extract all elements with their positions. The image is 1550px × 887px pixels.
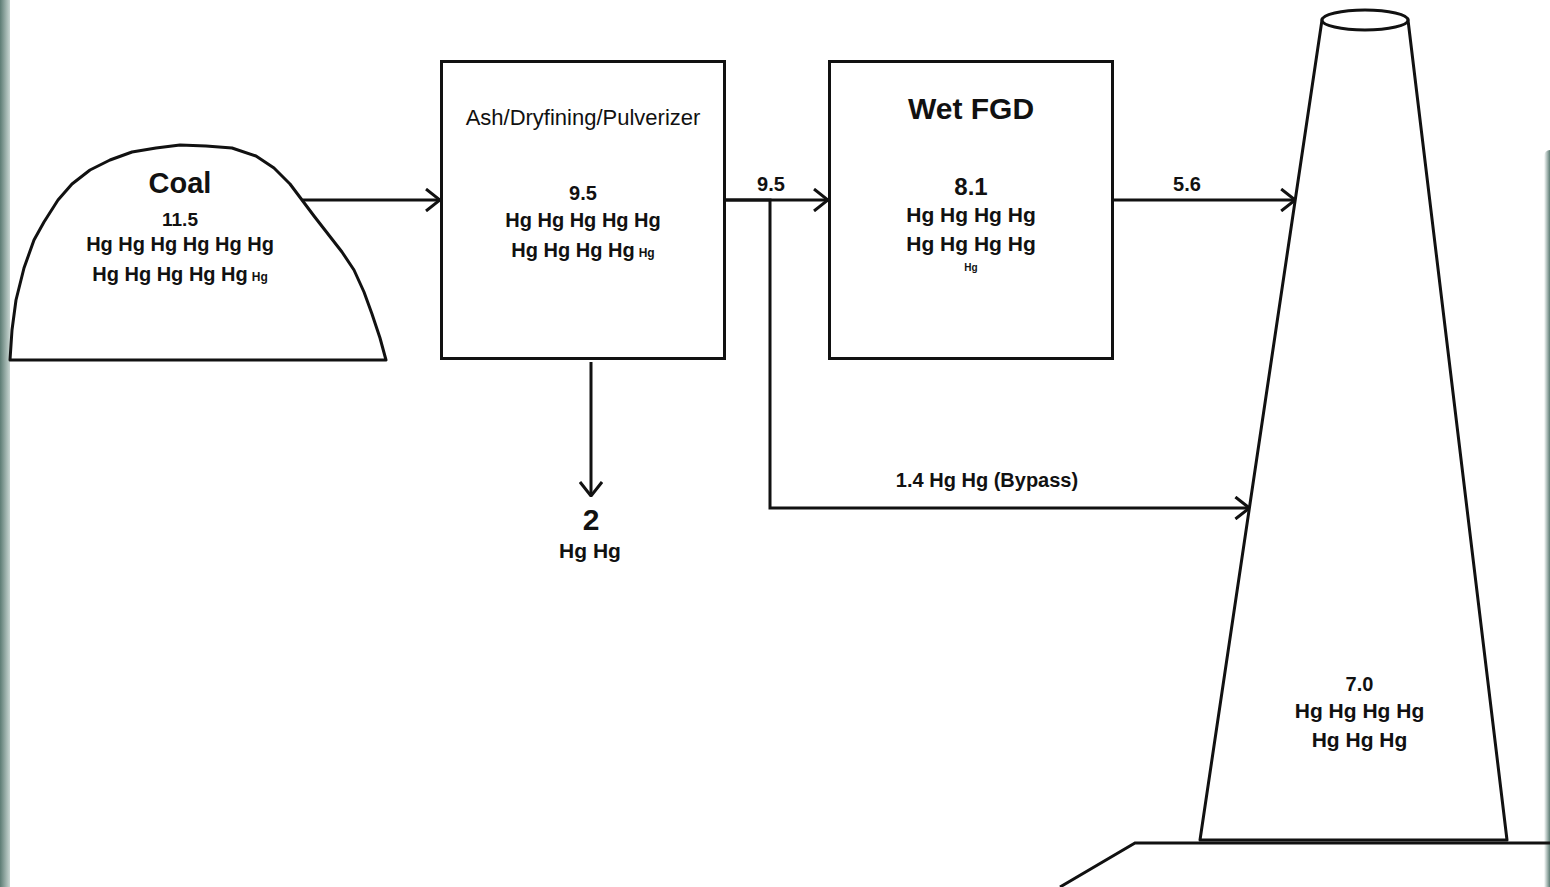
flow-value: 5.6 xyxy=(1170,172,1204,196)
node-text: Hg Hg Hg Hg Hg xyxy=(505,209,661,231)
process-box: Wet FGD 8.1 Hg Hg Hg Hg Hg Hg Hg Hg Hg xyxy=(828,60,1114,360)
node-text: Hg Hg Hg Hg xyxy=(511,239,634,261)
ground-line xyxy=(1060,843,1550,887)
node-text: Hg Hg Hg Hg xyxy=(1295,699,1424,722)
text-row: Hg Hg Hg Hg xyxy=(906,202,1035,227)
edge-strip xyxy=(0,0,10,887)
flow-arrow xyxy=(1114,199,1295,202)
smoke-stack: 7.0 Hg Hg Hg Hg Hg Hg Hg xyxy=(1195,8,1510,843)
flow-value: 1.4 Hg Hg (Bypass) xyxy=(893,468,1081,492)
node-text: 11.5 xyxy=(162,209,198,230)
node-title: Coal xyxy=(149,167,212,199)
text-row: Ash/Dryfining/Pulverizer xyxy=(466,105,701,131)
text-row: 11.5 xyxy=(162,209,198,232)
text-row: 7.0 xyxy=(1346,672,1374,696)
text-row: Hg Hg Hg Hg Hg Hg xyxy=(92,262,268,286)
text-row: 8.1 xyxy=(954,173,987,202)
text-row: Coal xyxy=(149,166,212,201)
text-row: Hg Hg Hg Hg xyxy=(1295,698,1424,723)
coal-pile: Coal11.5Hg Hg Hg Hg Hg HgHg Hg Hg Hg HgH… xyxy=(10,140,390,362)
node-text: Hg xyxy=(252,270,268,284)
node-text: Hg Hg Hg Hg Hg xyxy=(92,263,248,285)
flow-value: 9.5 xyxy=(754,172,788,196)
node-text: Hg Hg Hg xyxy=(1312,728,1408,751)
text-row: Hg Hg Hg xyxy=(1312,727,1408,752)
node-text: 8.1 xyxy=(954,173,987,200)
edge-strip xyxy=(1544,150,1550,887)
text-row: Hg Hg Hg Hg Hg xyxy=(511,238,654,262)
node-title: Wet FGD xyxy=(908,92,1034,125)
node-text: Hg Hg Hg Hg xyxy=(906,203,1035,226)
text-row: Hg Hg Hg Hg Hg xyxy=(505,208,661,232)
flow-arrow xyxy=(303,199,440,202)
node-title: Ash/Dryfining/Pulverizer xyxy=(466,105,701,130)
text-row: Hg Hg Hg Hg xyxy=(906,231,1035,256)
text-row: Wet FGD xyxy=(908,91,1034,127)
text-row: 9.5 xyxy=(569,181,597,205)
process-box: Ash/Dryfining/Pulverizer9.5Hg Hg Hg Hg H… xyxy=(440,60,726,360)
output-value: 2 xyxy=(580,502,603,538)
node-text: Hg xyxy=(964,262,977,273)
node-text: Hg Hg Hg Hg Hg Hg xyxy=(86,233,274,255)
node-text: Hg xyxy=(639,246,655,260)
node-text: 9.5 xyxy=(569,182,597,204)
ash-output-arrow xyxy=(590,362,593,496)
text-row: Hg Hg Hg Hg Hg Hg xyxy=(86,232,274,256)
node-text: 7.0 xyxy=(1346,673,1374,695)
node-text: Hg Hg Hg Hg xyxy=(906,232,1035,255)
output-mercury: Hg Hg xyxy=(556,538,624,563)
text-row: Hg xyxy=(964,256,977,275)
